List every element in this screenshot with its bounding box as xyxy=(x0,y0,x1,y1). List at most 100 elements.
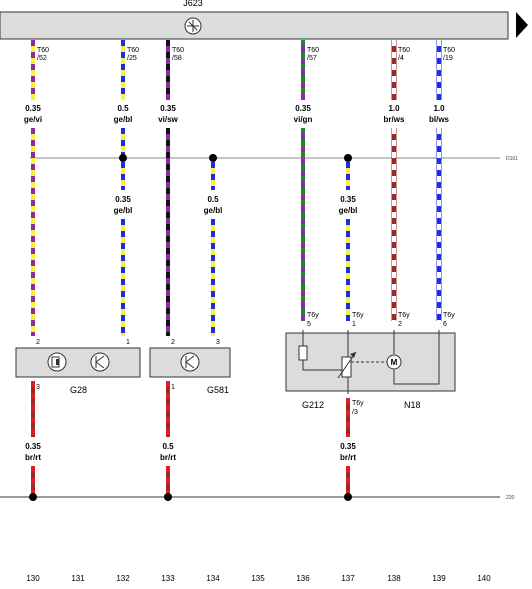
wire-spec-w132b: 0.35 ge/bl xyxy=(114,195,133,215)
wire-spec-b130: 0.35 br/rt xyxy=(25,442,41,462)
g212-potentiometer-icon xyxy=(298,330,357,394)
svg-text:0.35: 0.35 xyxy=(25,104,41,113)
pin-g581-1: 1 xyxy=(171,384,175,391)
splice-dot-132 xyxy=(119,154,127,162)
svg-text:T6y: T6y xyxy=(307,312,319,319)
component-g212-n18 xyxy=(285,332,456,392)
svg-text:vi/sw: vi/sw xyxy=(158,115,178,124)
svg-text:vi/gn: vi/gn xyxy=(294,115,313,124)
svg-text:0.35: 0.35 xyxy=(295,104,311,113)
wire-spec-b133: 0.5 br/rt xyxy=(160,442,176,462)
svg-text:/25: /25 xyxy=(127,55,137,62)
svg-text:/4: /4 xyxy=(398,55,404,62)
wire-spec-w134: 0.5 ge/bl xyxy=(204,195,223,215)
pin-t6y-5: T6y 5 xyxy=(307,312,319,328)
g212-label: G212 xyxy=(302,400,324,410)
rail-d101-label: D101 xyxy=(506,156,518,162)
svg-text:T60: T60 xyxy=(172,47,184,54)
column-number: 136 xyxy=(296,574,310,583)
splice-dot-134 xyxy=(209,154,217,162)
wire-spec-w133: 0.35 vi/sw xyxy=(158,104,178,124)
page-continue-arrow-icon xyxy=(516,12,528,38)
svg-text:0.5: 0.5 xyxy=(117,104,129,113)
pin-t6y-2: T6y 2 xyxy=(398,312,410,328)
splice-dot-b130 xyxy=(29,493,37,501)
svg-text:1: 1 xyxy=(352,321,356,328)
g28-label: G28 xyxy=(70,385,87,395)
splice-dot-b133 xyxy=(164,493,172,501)
svg-text:0.35: 0.35 xyxy=(340,195,356,204)
wire-spec-w136: 0.35 vi/gn xyxy=(294,104,313,124)
svg-text:br/rt: br/rt xyxy=(340,453,356,462)
splice-dot-b137 xyxy=(344,493,352,501)
svg-text:br/rt: br/rt xyxy=(160,453,176,462)
connector-w130: T60 /52 xyxy=(37,47,49,62)
pin-g28-3: 3 xyxy=(36,384,40,391)
svg-text:ge/bl: ge/bl xyxy=(204,206,223,215)
rail-220-label: 220 xyxy=(506,495,515,501)
svg-text:/3: /3 xyxy=(352,409,358,416)
n18-label: N18 xyxy=(404,400,421,410)
wire-spec-w130: 0.35 ge/vi xyxy=(24,104,42,124)
column-number: 140 xyxy=(477,574,491,583)
connector-w138: T60 /4 xyxy=(398,47,410,62)
svg-text:/58: /58 xyxy=(172,55,182,62)
svg-text:T60: T60 xyxy=(307,47,319,54)
column-number: 132 xyxy=(116,574,130,583)
column-number: 138 xyxy=(387,574,401,583)
ecu-ground-icon xyxy=(184,17,202,35)
component-g28 xyxy=(15,347,141,378)
svg-text:T6y: T6y xyxy=(352,312,364,319)
svg-text:0.5: 0.5 xyxy=(162,442,174,451)
svg-text:T60: T60 xyxy=(127,47,139,54)
svg-text:/19: /19 xyxy=(443,55,453,62)
column-number: 139 xyxy=(432,574,446,583)
ecu-label: J623 xyxy=(183,0,203,8)
svg-text:T60: T60 xyxy=(398,47,410,54)
pin-g28-2: 2 xyxy=(36,339,40,346)
svg-text:ge/bl: ge/bl xyxy=(339,206,358,215)
column-number: 137 xyxy=(341,574,355,583)
svg-text:ge/bl: ge/bl xyxy=(114,115,133,124)
svg-text:T6y: T6y xyxy=(398,312,410,319)
column-number: 131 xyxy=(71,574,85,583)
pin-t6y-6: T6y 6 xyxy=(443,312,455,328)
connector-w132: T60 /25 xyxy=(127,47,139,62)
pin-t6y-1: T6y 1 xyxy=(352,312,364,328)
column-numbers: 130 131 132 133 134 135 136 137 138 139 … xyxy=(26,574,491,583)
wire-segments xyxy=(31,40,442,497)
column-number: 133 xyxy=(161,574,175,583)
svg-text:0.5: 0.5 xyxy=(207,195,219,204)
svg-text:0.35: 0.35 xyxy=(340,442,356,451)
g28-sender-icon xyxy=(47,352,67,372)
svg-text:br/ws: br/ws xyxy=(384,115,405,124)
svg-text:5: 5 xyxy=(307,321,311,328)
splice-dot-137 xyxy=(344,154,352,162)
svg-text:1.0: 1.0 xyxy=(433,104,445,113)
g581-transistor-icon xyxy=(180,352,200,372)
connector-w136: T60 /57 xyxy=(307,47,319,62)
column-number: 135 xyxy=(251,574,265,583)
column-number: 130 xyxy=(26,574,40,583)
wire-spec-w137: 0.35 ge/bl xyxy=(339,195,358,215)
svg-text:ge/vi: ge/vi xyxy=(24,115,42,124)
svg-text:/57: /57 xyxy=(307,55,317,62)
wire-spec-w139: 1.0 bl/ws xyxy=(429,104,450,124)
svg-text:6: 6 xyxy=(443,321,447,328)
pin-g28-1: 1 xyxy=(126,339,130,346)
svg-text:0.35: 0.35 xyxy=(115,195,131,204)
g581-label: G581 xyxy=(207,385,229,395)
connector-w139: T60 /19 xyxy=(443,47,455,62)
wire-spec-b137: 0.35 br/rt xyxy=(340,442,356,462)
pin-g581-2: 2 xyxy=(171,339,175,346)
svg-text:br/rt: br/rt xyxy=(25,453,41,462)
wire-spec-w138: 1.0 br/ws xyxy=(384,104,405,124)
motor-symbol-label: M xyxy=(391,358,398,367)
svg-text:bl/ws: bl/ws xyxy=(429,115,450,124)
svg-text:T60: T60 xyxy=(443,47,455,54)
svg-text:T6y: T6y xyxy=(443,312,455,319)
svg-text:0.35: 0.35 xyxy=(25,442,41,451)
svg-text:T60: T60 xyxy=(37,47,49,54)
svg-text:1.0: 1.0 xyxy=(388,104,400,113)
